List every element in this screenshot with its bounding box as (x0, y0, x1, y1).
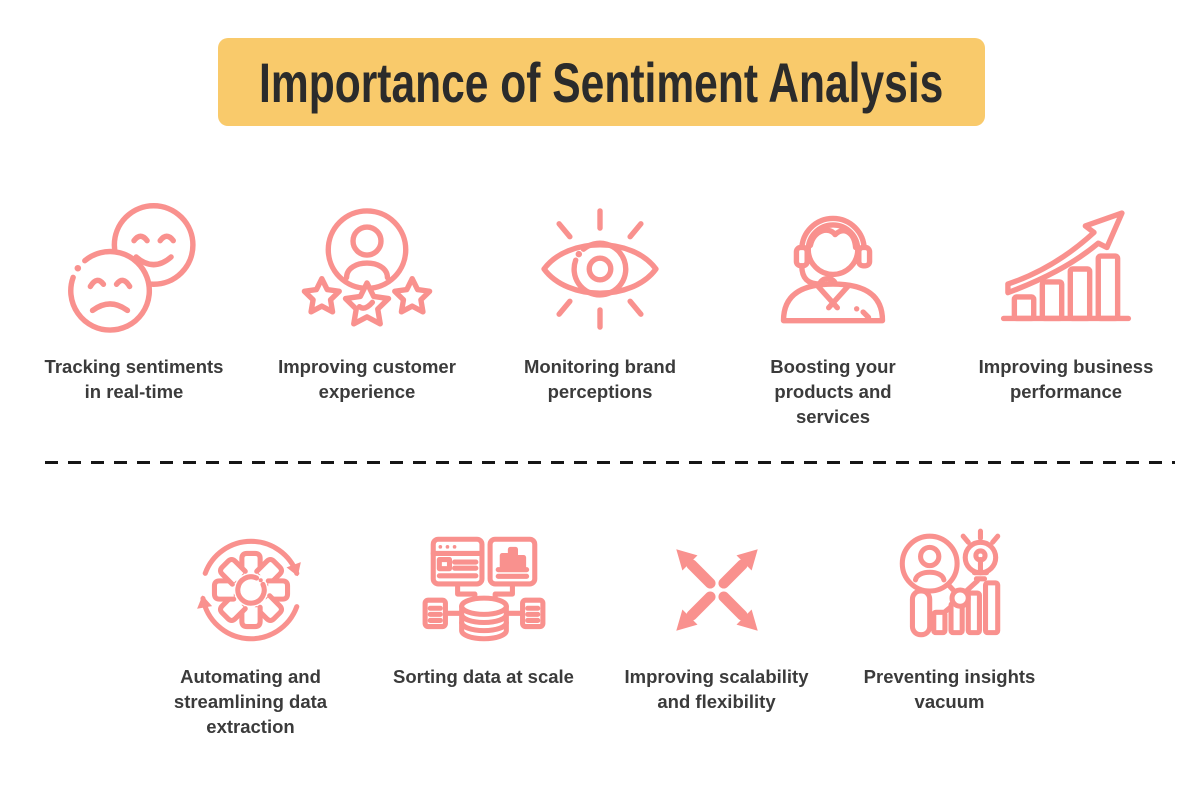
support-agent-icon (762, 188, 904, 350)
benefit-label: Automating and streamlining data extract… (173, 666, 328, 737)
benefit-label: Sorting data at scale (393, 666, 574, 687)
sentiment-faces-icon (62, 188, 206, 350)
benefit-label: Monitoring brand perceptions (523, 356, 677, 402)
benefit-item-automating-extraction: Automating and streamlining data extract… (134, 520, 367, 739)
benefit-label: Improving scalability and flexibility (624, 666, 809, 712)
page-title: Importance of Sentiment Analysis (259, 50, 944, 114)
benefit-item-boosting-products: Boosting your products and services (717, 188, 950, 429)
dashed-divider (45, 461, 1175, 464)
benefit-item-sorting-data: Sorting data at scale (367, 520, 600, 739)
benefit-item-scalability: Improving scalability and flexibility (600, 520, 833, 739)
benefit-item-brand-perceptions: Monitoring brand perceptions (484, 188, 717, 429)
benefit-item-tracking-sentiments: Tracking sentiments in real-time (18, 188, 251, 429)
benefit-label: Preventing insights vacuum (863, 666, 1036, 712)
growth-bar-chart-icon (995, 188, 1137, 350)
benefit-label: Tracking sentiments in real-time (44, 356, 224, 402)
watching-eye-icon (529, 188, 671, 350)
insights-search-icon (883, 520, 1017, 660)
benefits-row-top: Tracking sentiments in real-time Improvi… (0, 188, 1200, 429)
benefit-label: Improving business performance (978, 356, 1154, 402)
expand-arrows-icon (653, 520, 781, 660)
benefit-item-customer-experience: Improving customer experience (251, 188, 484, 429)
database-sorting-icon (417, 520, 551, 660)
title-banner: Importance of Sentiment Analysis (218, 38, 985, 126)
benefit-label: Improving customer experience (278, 356, 456, 402)
benefit-item-insights-vacuum: Preventing insights vacuum (833, 520, 1066, 739)
benefit-item-business-performance: Improving business performance (950, 188, 1183, 429)
benefit-label: Boosting your products and services (770, 356, 896, 427)
benefits-row-bottom: Automating and streamlining data extract… (0, 520, 1200, 739)
automation-gear-icon (184, 520, 318, 660)
customer-rating-stars-icon (296, 188, 438, 350)
